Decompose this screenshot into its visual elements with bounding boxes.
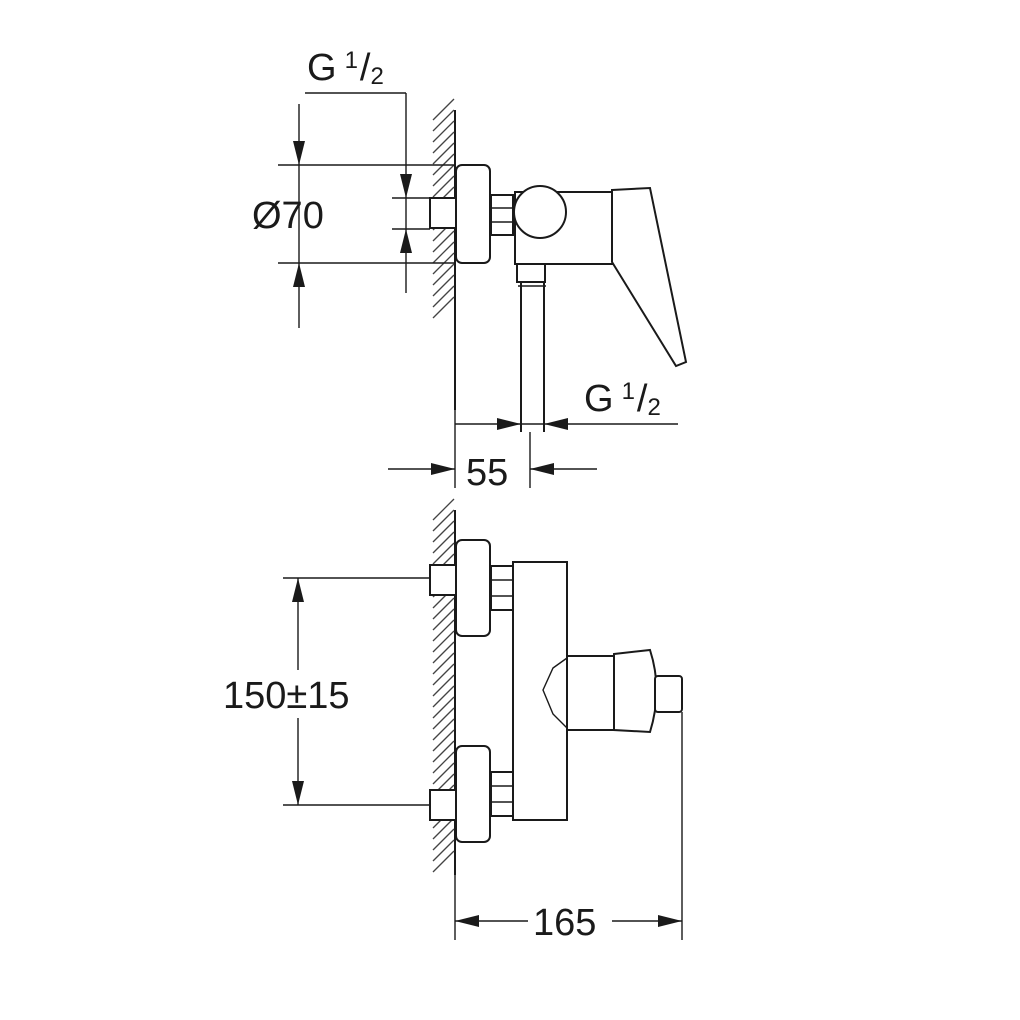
nut-lower (490, 771, 514, 817)
hatch-stroke (432, 685, 455, 708)
lever-handle-side (611, 186, 688, 368)
handle-front (613, 648, 658, 734)
hatch-stroke (432, 718, 455, 741)
hatch-stroke (432, 828, 455, 851)
hatch-stroke (432, 729, 455, 752)
front-view: 150±15 165 (223, 498, 683, 944)
hatch-stroke (432, 839, 455, 862)
hatch-stroke (432, 164, 455, 187)
inlet-stub-upper (429, 564, 457, 596)
hatch-stroke (432, 663, 455, 686)
inlet-stub-side (429, 197, 457, 229)
hatch-stroke (432, 619, 455, 642)
hatch-stroke (432, 608, 455, 631)
hatch-stroke (432, 652, 455, 675)
hatch-stroke (432, 109, 455, 132)
valve-cap-side (513, 185, 567, 239)
hatch-stroke (432, 531, 455, 554)
label-spacing: 150±15 (223, 675, 350, 717)
hatch-stroke (432, 707, 455, 730)
hatch-stroke (432, 817, 455, 840)
hatch-stroke (432, 696, 455, 719)
hatch-stroke (432, 542, 455, 565)
hatch-stroke (432, 241, 455, 264)
hatch-stroke (432, 597, 455, 620)
dim-diameter: Ø70 (252, 104, 456, 328)
hatch-stroke (432, 850, 455, 873)
label-depth: 55 (466, 452, 508, 494)
escutcheon-lower (455, 745, 491, 843)
hatch-stroke (432, 674, 455, 697)
hatch-stroke (432, 175, 455, 198)
body-taper (542, 657, 568, 729)
hatch-stroke (432, 263, 455, 286)
hatch-stroke (432, 762, 455, 785)
escutcheon-side (455, 164, 491, 264)
nut-side (490, 194, 514, 236)
hatch-stroke (432, 641, 455, 664)
hatch-stroke (432, 230, 455, 253)
nut-upper (490, 565, 514, 611)
outlet-nut-side (516, 263, 546, 283)
dim-width: 165 (454, 712, 683, 944)
escutcheon-upper (455, 539, 491, 637)
hatch-stroke (432, 274, 455, 297)
hatch-stroke (432, 509, 455, 532)
hatch-stroke (432, 296, 455, 319)
hatch-stroke (432, 285, 455, 308)
hatch-stroke (432, 740, 455, 763)
hatch-stroke (432, 630, 455, 653)
hatch-stroke (432, 131, 455, 154)
dim-depth: 55 (388, 410, 597, 494)
hatch-stroke (432, 751, 455, 774)
mixer-body-front (512, 561, 568, 821)
cartridge-housing (566, 655, 615, 731)
hatch-stroke (432, 142, 455, 165)
label-diameter: Ø70 (252, 195, 324, 237)
hatch-stroke (432, 98, 455, 121)
dim-spacing: 150±15 (223, 577, 430, 806)
inlet-stub-lower (429, 789, 457, 821)
hatch-stroke (432, 498, 455, 521)
hatch-stroke (432, 120, 455, 143)
label-width: 165 (533, 902, 596, 944)
handle-knob (654, 675, 683, 713)
hatch-stroke (432, 520, 455, 543)
